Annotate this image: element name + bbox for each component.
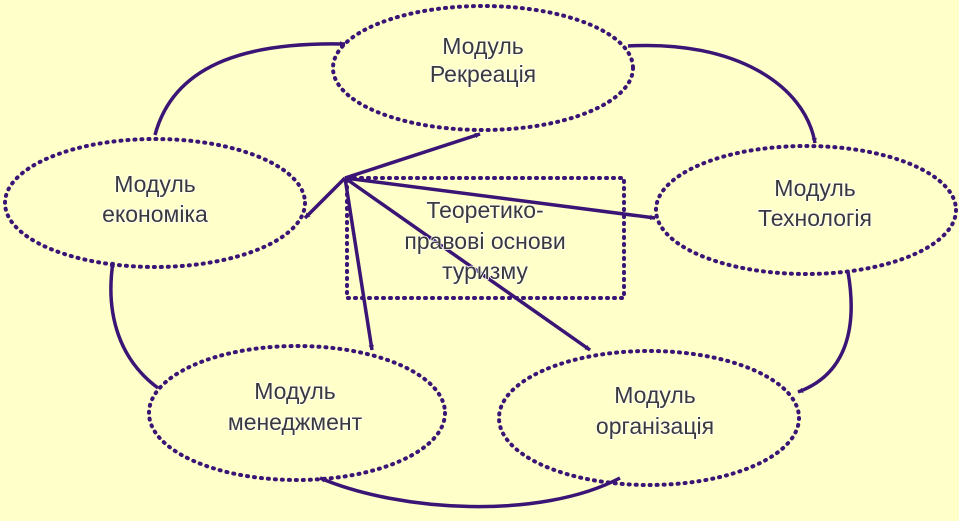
node-management: Модуль менеджмент — [147, 344, 447, 482]
edge-economics-to-recreation — [153, 41, 346, 136]
node-organization-ellipse — [497, 349, 801, 487]
node-organization-line-2: організація — [596, 413, 714, 439]
node-center-line-3: туризму — [442, 258, 528, 284]
node-center-line-1: Теоретико- — [426, 197, 543, 223]
node-center-box — [345, 176, 626, 300]
edge-center-to-management — [343, 177, 374, 351]
edge-center-to-organization — [343, 176, 592, 352]
node-management-ellipse — [147, 344, 447, 482]
edges — [109, 41, 853, 509]
node-technology-line-2: Технологія — [758, 205, 872, 231]
edge-center-to-technology — [344, 176, 656, 221]
node-technology-ellipse — [654, 144, 958, 276]
edge-recreation-to-technology — [627, 43, 817, 144]
node-center: Теоретико- правові основи туризму — [345, 176, 626, 300]
node-management-line-2: менеджмент — [228, 409, 363, 435]
edge-center-to-economics — [303, 176, 347, 220]
node-economics-line-2: економіка — [102, 201, 208, 227]
edge-technology-to-organization — [797, 271, 853, 394]
node-economics: Модуль економіка — [3, 137, 307, 269]
node-center-line-2: правові основи — [404, 228, 565, 254]
node-management-line-1: Модуль — [254, 378, 336, 404]
node-recreation-ellipse — [331, 4, 635, 132]
node-organization: Модуль організація — [497, 349, 801, 487]
node-economics-line-1: Модуль — [114, 171, 196, 197]
edge-management-to-economics — [109, 261, 160, 390]
node-recreation-line-1: Модуль — [442, 33, 524, 59]
edge-center-to-recreation — [344, 132, 481, 180]
node-recreation: Модуль Рекреація — [331, 4, 635, 132]
node-technology: Модуль Технологія — [654, 144, 958, 276]
edge-organization-to-management — [319, 476, 621, 509]
node-technology-line-1: Модуль — [774, 175, 856, 201]
node-economics-ellipse — [3, 137, 307, 269]
node-organization-line-1: Модуль — [614, 382, 696, 408]
node-recreation-line-2: Рекреація — [430, 61, 536, 87]
